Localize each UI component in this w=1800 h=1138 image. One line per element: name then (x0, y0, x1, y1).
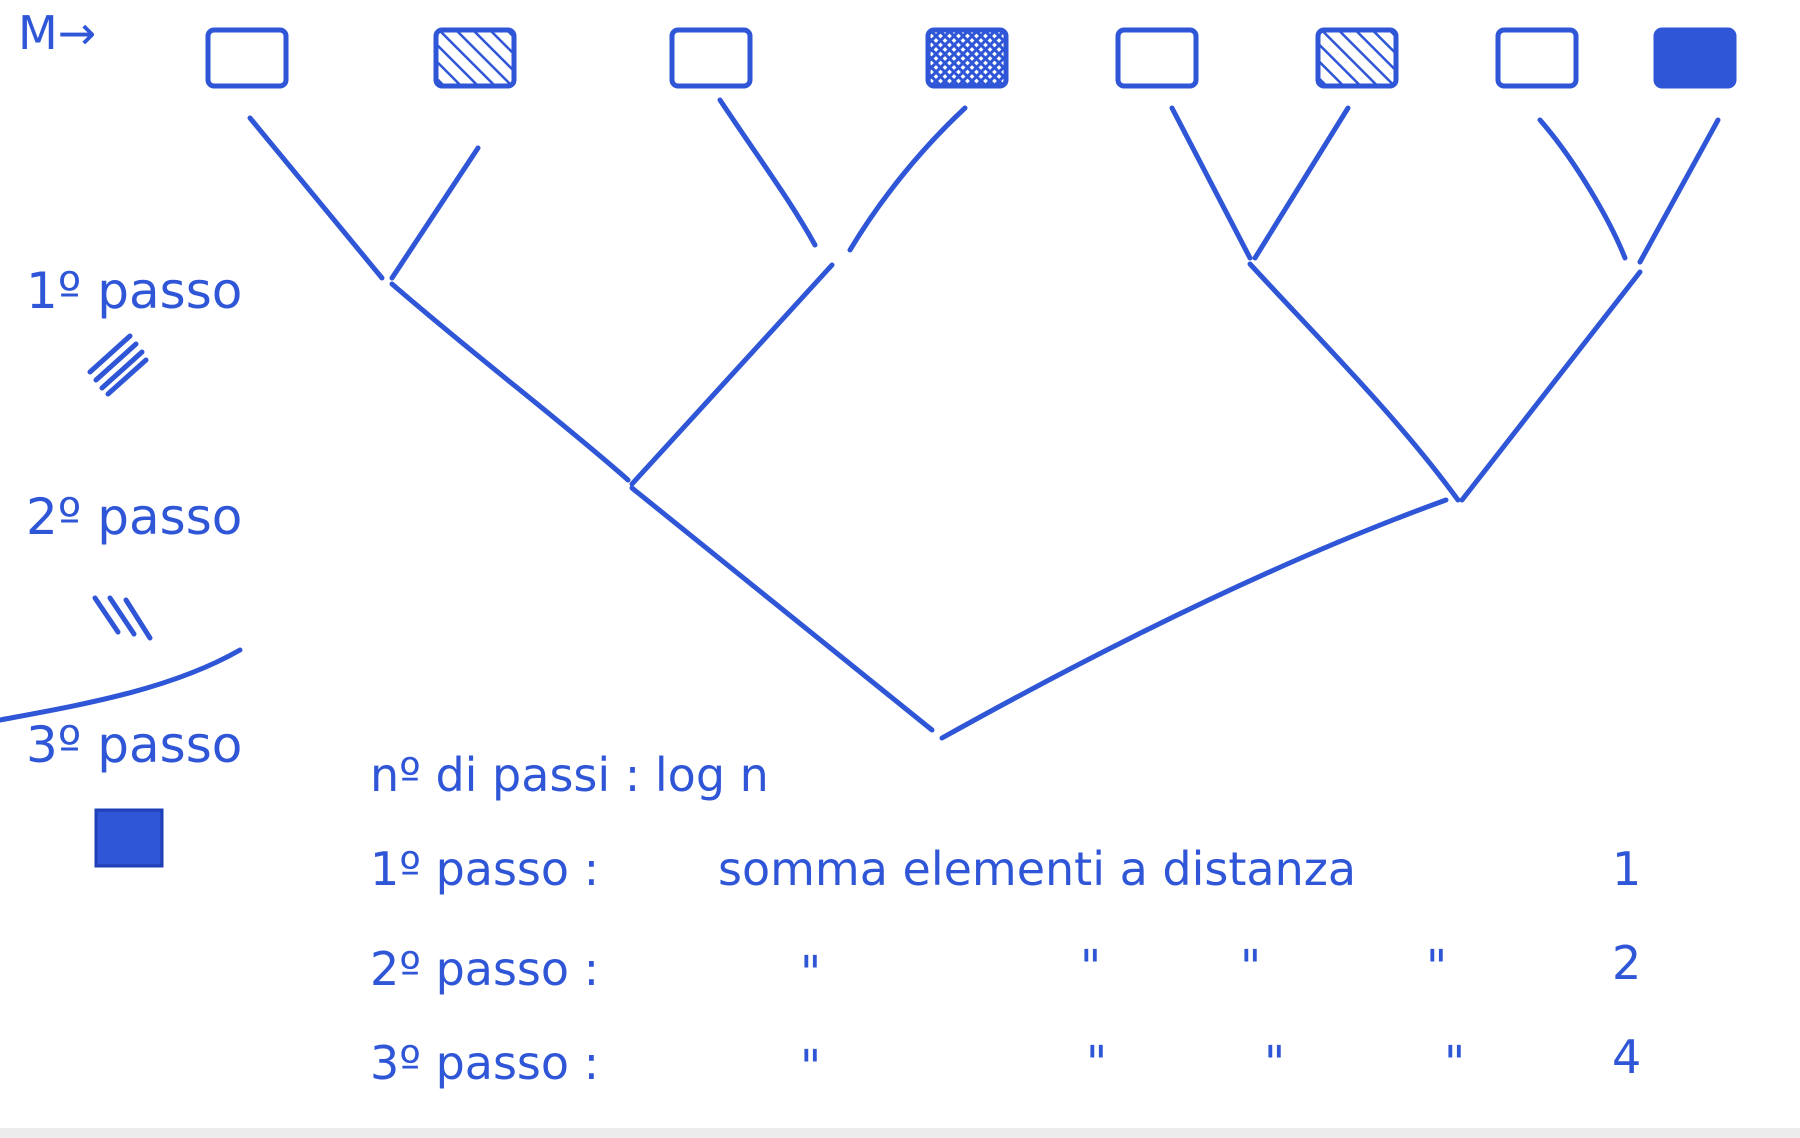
row-2-ditto-2: " (1080, 940, 1102, 994)
legend-solid-box (94, 808, 164, 868)
edge-1a (247, 115, 385, 281)
input-box-7 (1495, 27, 1579, 89)
row-2-ditto-1: " (800, 946, 822, 1000)
edge-2b (629, 262, 835, 487)
input-box-1 (205, 27, 289, 89)
row-3-ditto-2: " (1086, 1036, 1108, 1090)
edge-1e (1169, 105, 1253, 261)
input-box-8 (1653, 27, 1737, 89)
input-boxes (205, 27, 1737, 89)
row-3-ditto-4: " (1444, 1036, 1466, 1090)
edge-3a (629, 485, 935, 733)
row-1-distance: 1 (1612, 842, 1642, 896)
row-2-ditto-3: " (1240, 940, 1262, 994)
tree-edges (0, 97, 1721, 741)
row-2-ditto-4: " (1426, 940, 1448, 994)
edge-3b (939, 497, 1449, 741)
edge-2c (1247, 261, 1461, 503)
row-2-distance: 2 (1612, 936, 1642, 990)
step-3-label: 3º passo (26, 716, 243, 774)
input-marker-label: M→ (18, 6, 97, 60)
step-1-label: 1º passo (26, 262, 243, 320)
edge-2d (1459, 269, 1643, 503)
edge-1b (389, 145, 481, 281)
edge-1h (1637, 117, 1721, 265)
row-3-ditto-3: " (1264, 1036, 1286, 1090)
row-1-label: 1º passo : (370, 842, 600, 896)
edge-1d (847, 105, 968, 253)
num-steps-note: nº di passi : log n (370, 748, 769, 802)
input-box-5 (1115, 27, 1199, 89)
bottom-bar (0, 1128, 1800, 1138)
legend-marks (87, 333, 153, 641)
divider-stroke (0, 647, 243, 723)
input-box-2 (433, 27, 517, 89)
edge-1f (1252, 105, 1351, 261)
row-3-label: 3º passo : (370, 1036, 600, 1090)
edge-2a (389, 281, 631, 483)
input-box-6 (1315, 27, 1399, 89)
row-1-text: somma elementi a distanza (718, 842, 1357, 896)
row-3-ditto-1: " (800, 1040, 822, 1094)
input-box-3 (669, 27, 753, 89)
edge-1c (717, 97, 818, 248)
row-2-label: 2º passo : (370, 942, 600, 996)
row-3-distance: 4 (1612, 1030, 1642, 1084)
edge-1g (1537, 117, 1628, 261)
input-box-4 (925, 27, 1009, 89)
step-2-label: 2º passo (26, 488, 243, 546)
